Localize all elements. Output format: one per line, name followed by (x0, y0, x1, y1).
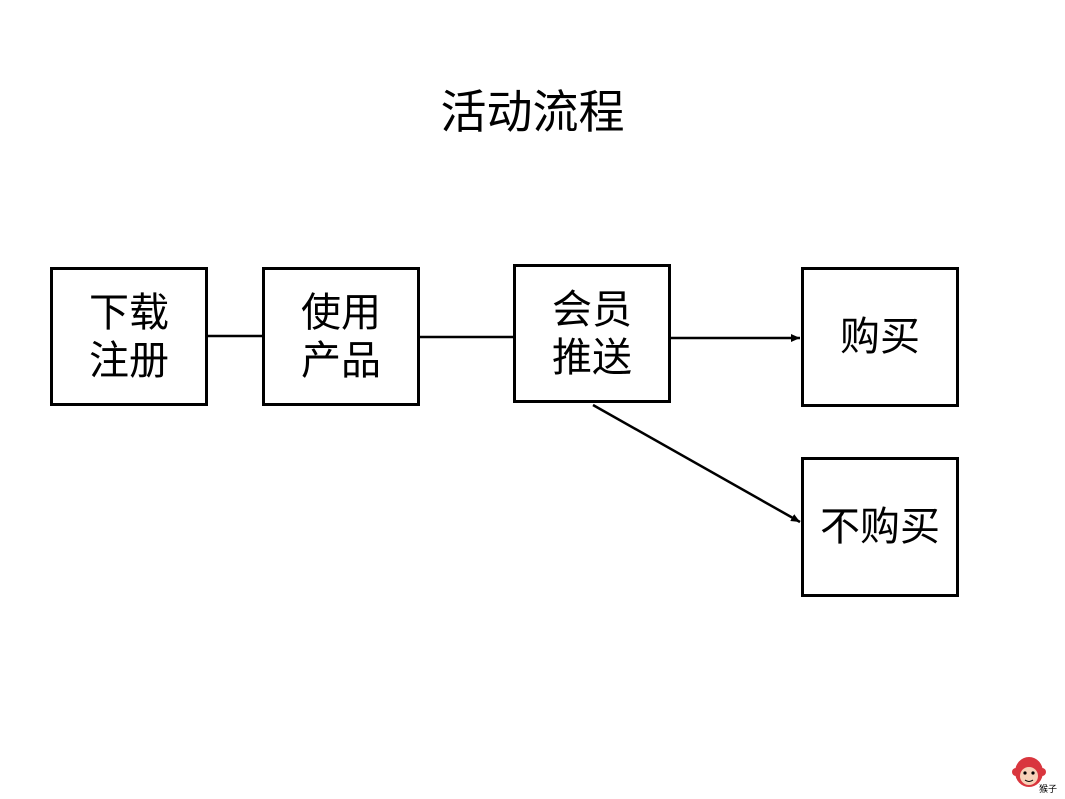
node-label: 不购买 (820, 504, 940, 550)
edge-member-to-nobuy (592, 403, 801, 524)
node-use-product: 使用 产品 (262, 267, 420, 406)
diagram-title: 活动流程 (440, 85, 625, 139)
node-label: 下载 注册 (89, 289, 169, 384)
node-member-push: 会员 推送 (513, 264, 671, 403)
logo-text: 猴子 (1039, 785, 1058, 795)
node-label: 购买 (840, 314, 920, 360)
node-label: 会员 推送 (552, 286, 632, 381)
node-label: 使用 产品 (301, 289, 381, 384)
node-no-buy: 不购买 (801, 457, 959, 597)
node-buy: 购买 (801, 267, 959, 407)
node-download-register: 下载 注册 (50, 267, 208, 406)
monkey-icon (1012, 757, 1046, 787)
